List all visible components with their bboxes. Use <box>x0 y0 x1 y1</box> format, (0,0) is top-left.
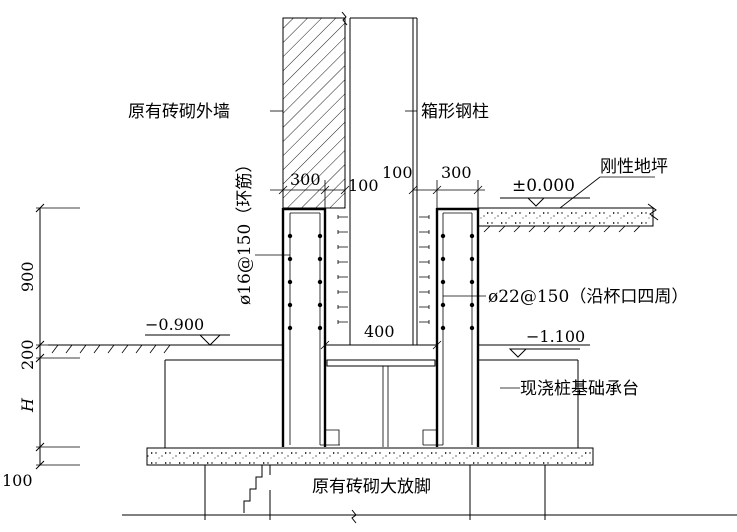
floor-elevation-label: ±0.000 <box>512 176 575 196</box>
rigid-floor-slab <box>477 203 659 233</box>
dim-200-label: 200 <box>18 339 37 370</box>
existing-wall-label: 原有砖砌外墙 <box>128 102 230 122</box>
existing-brick-wall <box>282 11 348 209</box>
right-wall-width-label: 300 <box>441 163 472 182</box>
dim-h-label: H <box>18 397 37 413</box>
rigid-floor-label: 刚性地坪 <box>600 157 668 177</box>
existing-footing-label: 原有砖砌大放脚 <box>312 477 431 497</box>
right-gap-label: 100 <box>382 163 413 182</box>
pile-cap-label: 现浇桩基础承台 <box>520 379 639 399</box>
vertical-dimension-chain <box>35 203 80 470</box>
ring-bar-label: ø16@150（环筋） <box>235 156 255 305</box>
ground-lines <box>48 197 590 358</box>
column-width-label: 400 <box>364 322 395 341</box>
left-wall-width-label: 300 <box>290 170 321 189</box>
box-steel-column <box>326 17 436 447</box>
shear-studs <box>337 215 430 324</box>
footing-slab <box>122 447 737 524</box>
right-ground-elevation-label: −1.100 <box>526 327 585 346</box>
left-ground-elevation-label: −0.900 <box>145 315 204 334</box>
dim-100-label: 100 <box>2 471 33 490</box>
leader-lines <box>255 110 655 389</box>
rebar-dots <box>287 233 475 331</box>
cup-bar-label: ø22@150（沿杯口四周） <box>488 287 688 307</box>
left-gap-label: 100 <box>348 176 379 195</box>
box-column-label: 箱形钢柱 <box>421 102 489 122</box>
dim-900-label: 900 <box>18 261 37 292</box>
pile-cap-outline <box>164 359 579 448</box>
horizontal-dimensions <box>270 180 485 350</box>
